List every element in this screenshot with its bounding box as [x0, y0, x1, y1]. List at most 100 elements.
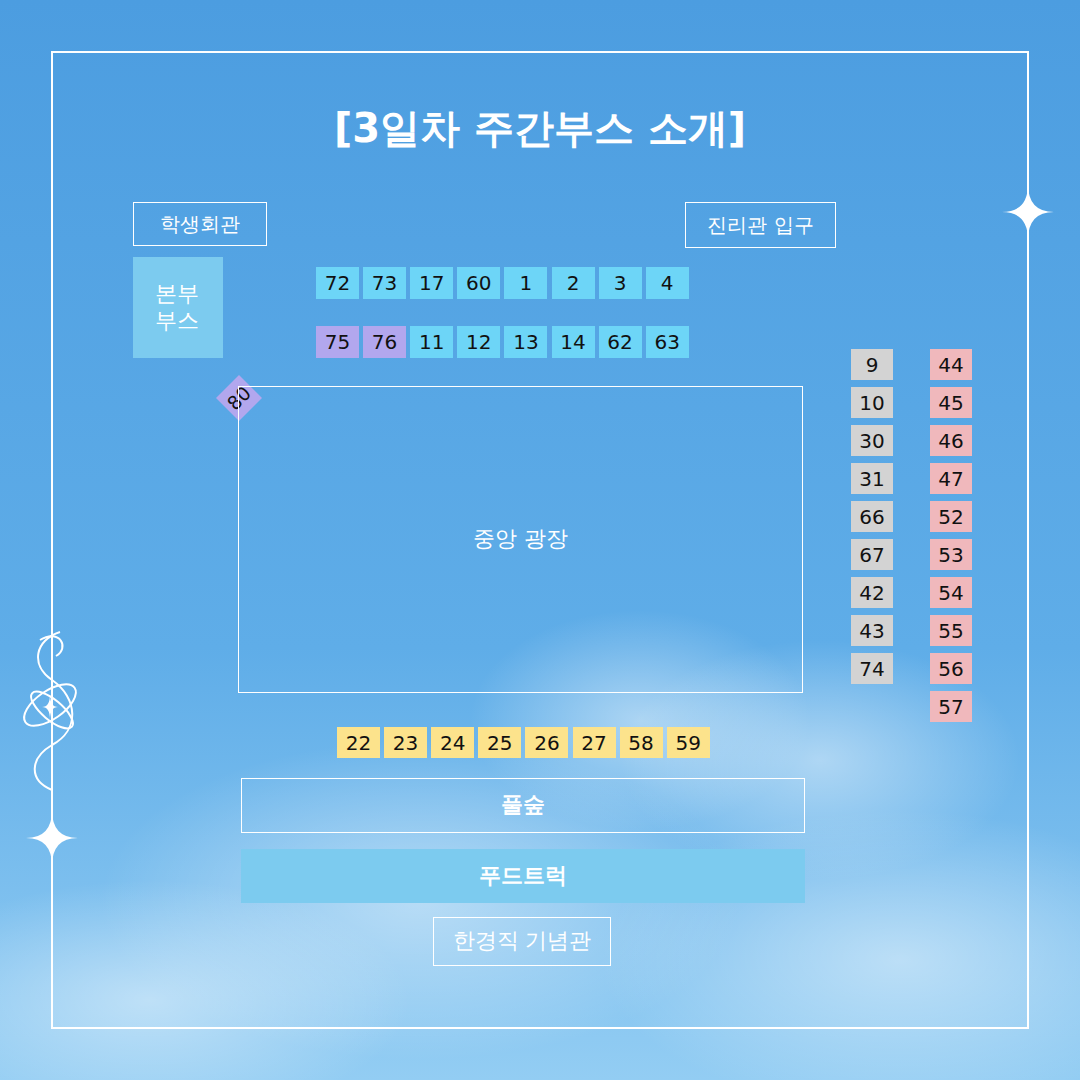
plaza-area: 중앙 광장 — [238, 386, 803, 693]
booth-number: 11 — [419, 330, 444, 354]
booth-number: 63 — [654, 330, 679, 354]
diamond-fill — [216, 375, 262, 421]
booth-box: 67 — [851, 539, 893, 570]
booth-box: 42 — [851, 577, 893, 608]
booth-box: 46 — [930, 425, 972, 456]
booth-number: 12 — [466, 330, 491, 354]
booth-number: 73 — [372, 271, 397, 295]
area-band: 푸드트럭 — [241, 849, 805, 903]
place-name: 본부 부스 — [155, 281, 215, 334]
booth-box: 53 — [930, 539, 972, 570]
booth-number: 2 — [567, 271, 580, 295]
booth-box: 1 — [504, 267, 547, 299]
booth-number: 4 — [661, 271, 674, 295]
booth-box: 55 — [930, 615, 972, 646]
sparkle — [1002, 184, 1054, 240]
booth-box: 47 — [930, 463, 972, 494]
booth-box: 23 — [384, 727, 427, 758]
place-name: 진리관 입구 — [707, 213, 813, 237]
booth-number: 24 — [440, 731, 465, 755]
sparkle — [26, 810, 78, 866]
booth-number: 43 — [859, 619, 884, 643]
booth-box: 30 — [851, 425, 893, 456]
booth-box: 9 — [851, 349, 893, 380]
booth-box: 44 — [930, 349, 972, 380]
title: [3일차 주간부스 소개] — [0, 104, 1080, 152]
booth-box: 54 — [930, 577, 972, 608]
booth-box: 57 — [930, 691, 972, 722]
swirl — [17, 676, 82, 733]
booth-box: 11 — [410, 326, 453, 358]
booth-box: 52 — [930, 501, 972, 532]
booth-number: 58 — [628, 731, 653, 755]
place-name: 풀숲 — [501, 792, 545, 818]
booth-box: 10 — [851, 387, 893, 418]
booth-number: 47 — [938, 467, 963, 491]
booth-box: 4 — [646, 267, 689, 299]
booth-number: 57 — [938, 695, 963, 719]
booth-box: 22 — [337, 727, 380, 758]
booth-box: 17 — [410, 267, 453, 299]
booth-number: 9 — [866, 353, 879, 377]
booth-number: 53 — [938, 543, 963, 567]
booth-number: 22 — [346, 731, 371, 755]
clouds — [0, 610, 1080, 1080]
building-label: 학생회관 — [133, 202, 267, 246]
building-label: 진리관 입구 — [685, 202, 836, 248]
booth-number: 60 — [466, 271, 491, 295]
booth-number: 56 — [938, 657, 963, 681]
booth-box: 63 — [646, 326, 689, 358]
booth-number: 74 — [859, 657, 884, 681]
booth-box: 72 — [316, 267, 359, 299]
booth-box: 14 — [552, 326, 595, 358]
booth-box: 58 — [620, 727, 663, 758]
booth-number: 67 — [859, 543, 884, 567]
booth-box: 76 — [363, 326, 406, 358]
booth-box: 31 — [851, 463, 893, 494]
booth-box: 45 — [930, 387, 972, 418]
frame — [52, 52, 1028, 1028]
place-name: 중앙 광장 — [473, 526, 568, 552]
booth-number: 23 — [393, 731, 418, 755]
booth-diamond: 80 — [216, 375, 262, 421]
booth-box: 66 — [851, 501, 893, 532]
booth-number: 42 — [859, 581, 884, 605]
booth-box: 43 — [851, 615, 893, 646]
place-name: 한경직 기념관 — [453, 928, 592, 954]
booth-box: 27 — [573, 727, 616, 758]
booth-box: 12 — [457, 326, 500, 358]
hq-booth: 본부 부스 — [133, 257, 223, 358]
swirl — [26, 686, 79, 735]
place-name: 학생회관 — [160, 212, 240, 236]
building-label: 한경직 기념관 — [433, 917, 611, 966]
booth-number: 10 — [859, 391, 884, 415]
booth-number: 62 — [607, 330, 632, 354]
booth-box: 2 — [552, 267, 595, 299]
booth-box: 59 — [667, 727, 710, 758]
booth-box: 3 — [599, 267, 642, 299]
swirl — [40, 636, 63, 656]
booth-box: 60 — [457, 267, 500, 299]
booth-number: 26 — [534, 731, 559, 755]
booth-number: 44 — [938, 353, 963, 377]
booth-number: 45 — [938, 391, 963, 415]
place-name: 푸드트럭 — [479, 863, 567, 889]
booth-number: 30 — [859, 429, 884, 453]
booth-number: 55 — [938, 619, 963, 643]
sparkle — [42, 694, 58, 720]
booth-number: 52 — [938, 505, 963, 529]
booth-number: 31 — [859, 467, 884, 491]
area-band: 풀숲 — [241, 778, 805, 833]
booth-box: 56 — [930, 653, 972, 684]
cloud — [0, 880, 410, 1080]
booth-number: 25 — [487, 731, 512, 755]
booth-number: 13 — [513, 330, 538, 354]
booth-number: 1 — [520, 271, 533, 295]
booth-number: 27 — [581, 731, 606, 755]
booth-box: 26 — [525, 727, 568, 758]
booth-number: 3 — [614, 271, 627, 295]
swirl-ornament — [17, 632, 82, 790]
booth-box: 75 — [316, 326, 359, 358]
